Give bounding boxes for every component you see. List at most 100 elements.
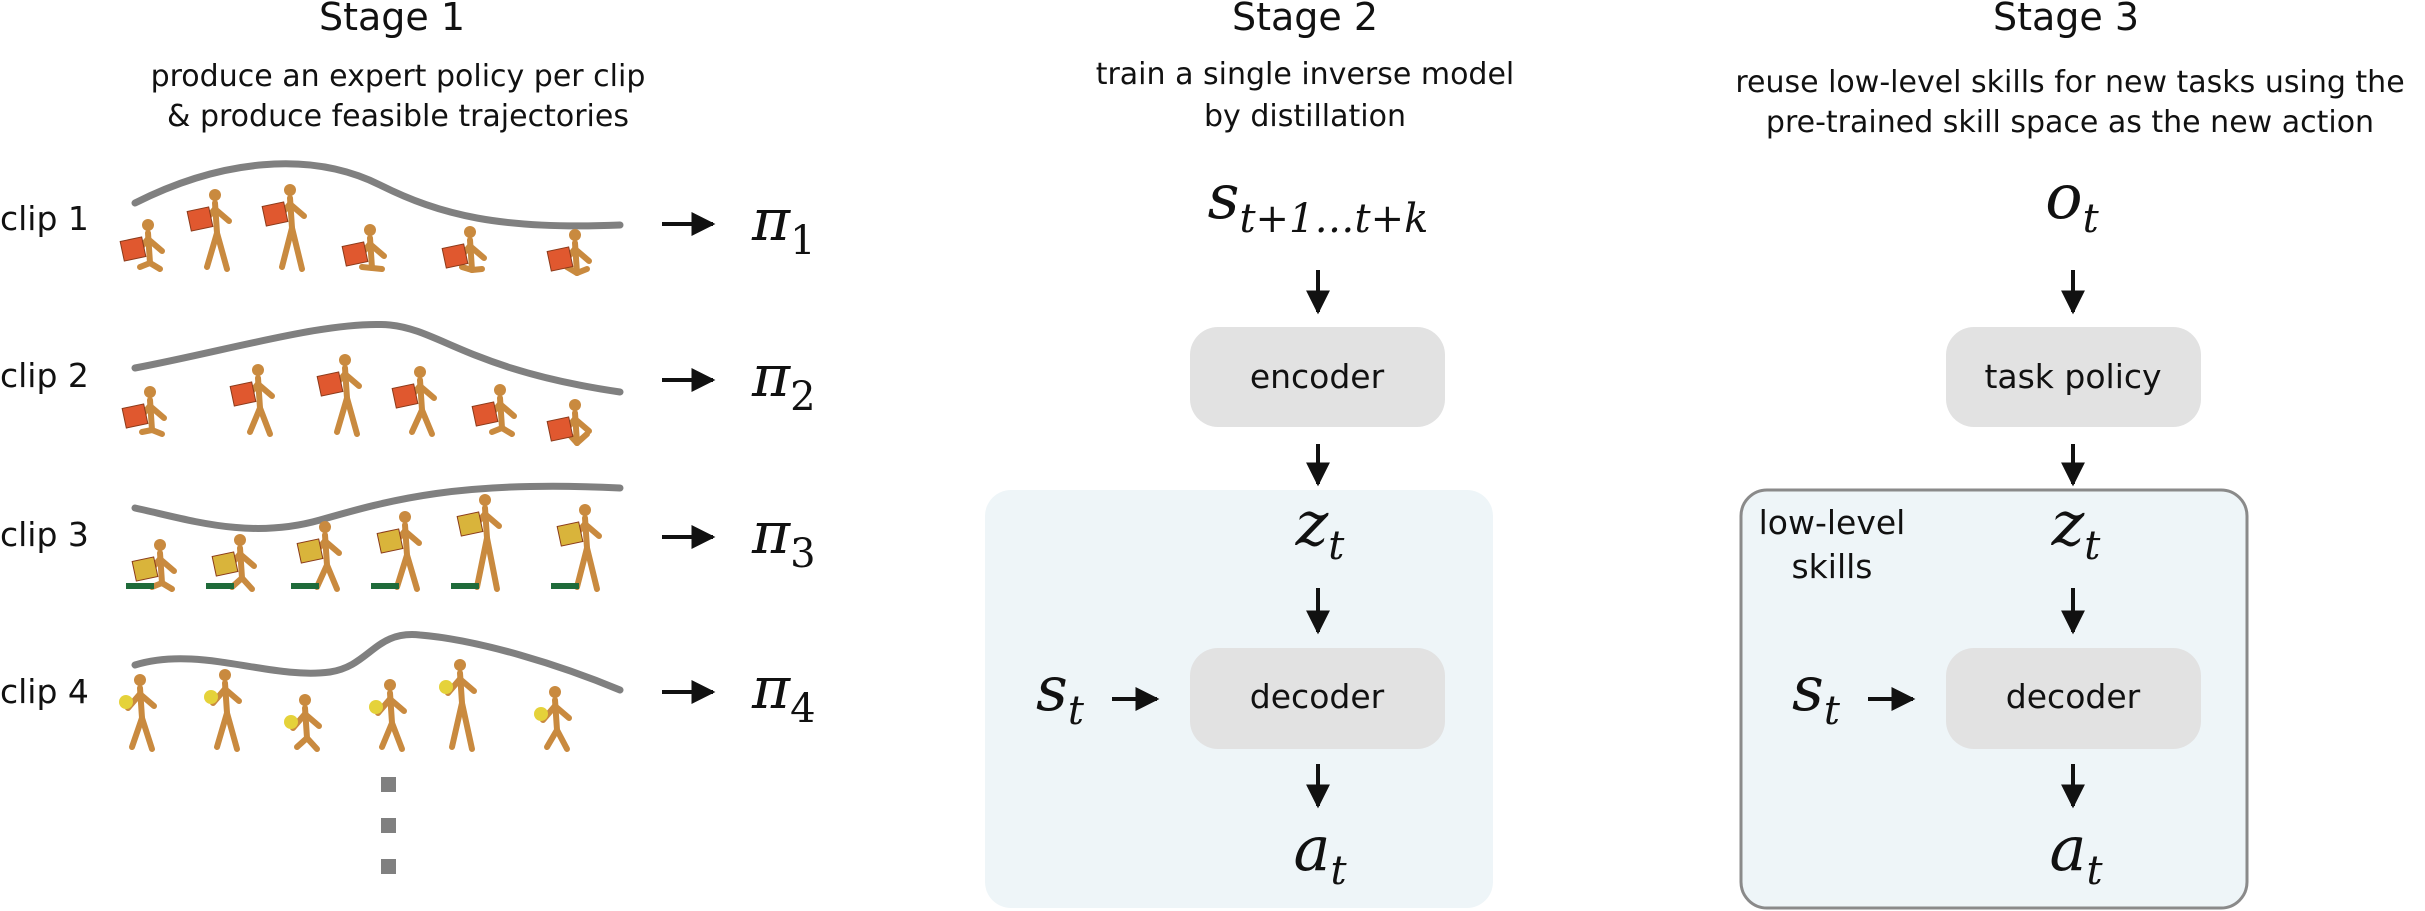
character-figure [471, 384, 517, 437]
character-figure [534, 686, 572, 752]
low-level-skills-label-line2: skills [1791, 547, 1872, 586]
clip-row: clip 1 π1 [0, 160, 816, 276]
more-clips-ellipsis [381, 777, 396, 874]
box-prop [316, 371, 344, 397]
stage3-subtitle-line1: reuse low-level skills for new tasks usi… [1735, 65, 2404, 100]
box-prop [186, 206, 214, 232]
task-policy-node [1946, 327, 2201, 427]
task-policy-label: task policy [1984, 357, 2161, 396]
clip-label: clip 4 [0, 672, 89, 711]
character-figure [341, 224, 387, 272]
box-prop [341, 241, 369, 267]
ball-prop [284, 715, 298, 729]
target-pad [291, 583, 319, 589]
character-figure [369, 679, 407, 752]
character-figure [126, 539, 177, 592]
policy-symbol: π3 [751, 499, 816, 577]
character-figure [546, 229, 592, 276]
clip-row: clip 4 π4 [0, 631, 816, 752]
ball-prop [534, 707, 548, 721]
stage2-title: Stage 2 [1232, 0, 1378, 39]
box-prop [261, 201, 289, 227]
target-pad [206, 583, 234, 589]
character-figure [551, 504, 602, 592]
box-prop [391, 383, 419, 409]
state-label: st [1792, 652, 1841, 734]
target-pad [451, 583, 479, 589]
character-figure [229, 364, 275, 437]
policy-symbol: π4 [751, 654, 816, 732]
observation-label: ot [2045, 160, 2099, 242]
character-sequence [119, 184, 592, 276]
character-figure [391, 366, 437, 437]
ball-prop [369, 700, 383, 714]
stage3-subtitle-line2: pre-trained skill space as the new actio… [1766, 105, 2374, 140]
latent-label: zt [1295, 487, 1346, 569]
box-prop [471, 401, 499, 427]
target-pad [551, 583, 579, 589]
target-pad [126, 583, 154, 589]
box-prop [556, 521, 584, 547]
trajectory-curve [131, 631, 624, 694]
character-figure [121, 386, 167, 437]
box-prop [131, 556, 159, 582]
character-figure [291, 521, 342, 592]
clip-row: clip 3 π3 [0, 482, 816, 592]
clip-row: clip 2 π2 [0, 320, 816, 446]
action-label: at [1293, 812, 1347, 894]
policy-symbol: π2 [751, 342, 816, 420]
character-figure [284, 694, 322, 752]
stage3-section: Stage 3 reuse low-level skills for new t… [1735, 0, 2405, 910]
character-figure [316, 354, 362, 437]
ball-prop [119, 695, 133, 709]
character-figure [204, 669, 242, 752]
character-figure [451, 494, 502, 592]
trajectory-curve [131, 160, 624, 230]
future-states-label: st+1…t+k [1208, 160, 1429, 242]
stage2-subtitle-line1: train a single inverse model [1096, 57, 1515, 92]
character-figure [186, 189, 232, 272]
character-figure [119, 674, 157, 752]
target-pad [371, 583, 399, 589]
box-prop [456, 511, 484, 537]
character-figure [546, 399, 592, 446]
policy-symbol: π1 [751, 186, 816, 264]
decoder-node [1190, 648, 1445, 749]
character-sequence [119, 659, 572, 752]
box-prop [229, 381, 257, 407]
stage1-title: Stage 1 [319, 0, 465, 39]
stage2-subtitle-line2: by distillation [1204, 99, 1406, 134]
box-prop [546, 246, 574, 272]
clip-label: clip 1 [0, 199, 89, 238]
character-sequence [126, 494, 602, 592]
stage1-section: Stage 1 produce an expert policy per cli… [0, 0, 816, 874]
state-label: st [1036, 652, 1085, 734]
character-figure [261, 184, 307, 272]
ball-prop [439, 680, 453, 694]
action-label: at [2049, 812, 2103, 894]
stage2-section: Stage 2 train a single inverse model by … [985, 0, 1514, 908]
clip-label: clip 2 [0, 356, 89, 395]
stage1-subtitle-line1: produce an expert policy per clip [151, 59, 646, 94]
decoder-node [1946, 648, 2201, 749]
character-figure [439, 659, 477, 752]
box-prop [211, 551, 239, 577]
box-prop [296, 538, 324, 564]
trajectory-curve [131, 482, 624, 532]
decoder-label: decoder [2006, 677, 2141, 716]
low-level-skills-label-line1: low-level [1759, 503, 1906, 542]
stage1-subtitle-line2: & produce feasible trajectories [167, 99, 629, 134]
character-figure [371, 511, 422, 592]
character-figure [441, 226, 487, 273]
clip-label: clip 3 [0, 515, 89, 554]
box-prop [121, 403, 149, 429]
ball-prop [204, 690, 218, 704]
box-prop [119, 236, 147, 262]
character-sequence [121, 354, 592, 446]
latent-label: zt [2051, 487, 2102, 569]
encoder-label: encoder [1250, 357, 1385, 396]
box-prop [546, 416, 574, 442]
box-prop [376, 528, 404, 554]
box-prop [441, 243, 469, 269]
